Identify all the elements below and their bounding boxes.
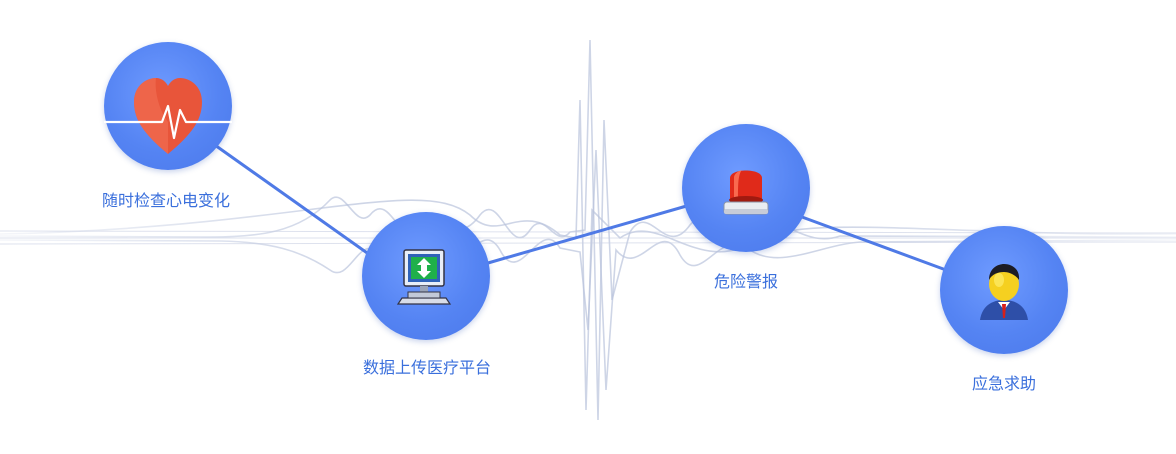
step-label-1: 随时检查心电变化 [101,191,230,210]
alarm-siren-icon [723,170,769,215]
connector-2-3 [486,203,692,265]
step-node-alarm [682,124,810,252]
step-label-2: 数据上传医疗平台 [362,358,491,377]
step-label-3: 危险警报 [713,272,778,291]
person-helper-icon [980,264,1028,320]
heart-ecg-icon [104,78,232,154]
step-label-4: 应急求助 [971,374,1036,393]
step-node-monitor [362,212,490,340]
step-node-helper [940,226,1068,354]
monitor-transfer-icon [396,249,452,305]
step-node-heart [104,42,232,170]
connector-3-4 [800,215,948,272]
connector-1-2 [210,141,372,257]
